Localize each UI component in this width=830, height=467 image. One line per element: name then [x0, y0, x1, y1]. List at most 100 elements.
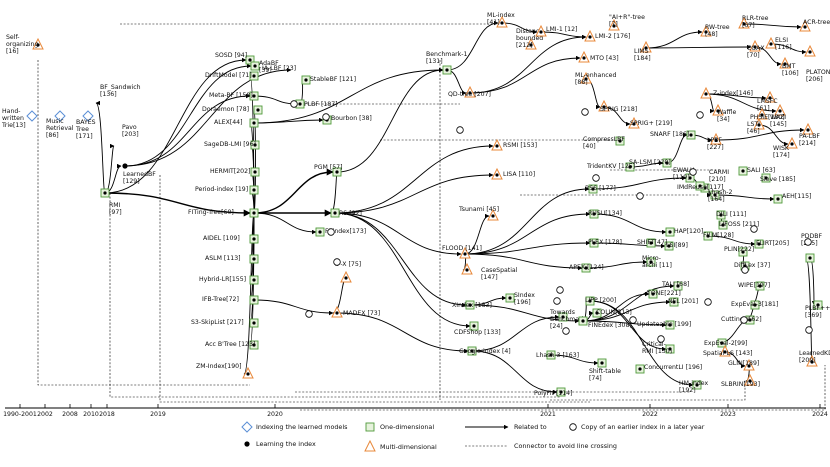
relation-edge — [124, 67, 292, 167]
node-lhash2: Lhash-2[164] — [708, 189, 733, 203]
learning-the-index-marker — [778, 109, 782, 113]
node-fiting: FITing-Tree[60] — [188, 208, 259, 218]
node-label: XIndex [183] — [452, 302, 492, 309]
node-label: DiffLex [37] — [734, 262, 770, 269]
relation-edge — [334, 172, 494, 214]
timeline-year-label: 2022 — [642, 411, 658, 418]
learning-the-index-marker — [468, 91, 472, 95]
node-flirt: FLIRT[205] — [754, 239, 789, 249]
node-sali: SALI [63] — [738, 166, 775, 176]
relation-edge — [707, 235, 756, 247]
learning-the-index-marker — [561, 315, 565, 319]
node-pllin: PLIN[222] — [724, 246, 754, 257]
node-label: Meta-BF [158] — [209, 92, 253, 99]
node-label: CaseSpatial[147] — [481, 267, 518, 281]
node-label: SPRIG+ [219] — [630, 120, 672, 127]
learning-the-index-marker — [244, 441, 250, 447]
copy-marker — [750, 225, 758, 233]
node-bourbon: Bourbon [38] — [322, 115, 372, 125]
node-tridentkv: TridentKV [125] — [586, 162, 635, 172]
learning-the-index-marker — [628, 165, 632, 169]
legend-connector-label: Connector to avoid line crossing — [514, 442, 617, 450]
node-iaLbf: IA-LBF [23] — [262, 65, 296, 72]
learning-the-index-marker — [768, 96, 772, 100]
node-label: ExpEval-3[181] — [731, 301, 778, 308]
learning-the-index-marker — [713, 193, 717, 197]
node-compresslbf: CompressLBF[40] — [583, 136, 625, 150]
learning-the-index-marker — [808, 256, 812, 260]
node-concurrentli: ConcurrentLI [196] — [635, 364, 702, 374]
node-finedex: FINEdex [308] — [578, 316, 632, 329]
learning-the-index-marker — [706, 234, 710, 238]
node-label: DriftModel [71] — [205, 72, 252, 79]
timeline-year-label: 2021 — [540, 411, 556, 418]
relation-edge — [645, 44, 752, 50]
relation-edge — [253, 95, 297, 107]
learning-the-index-marker — [584, 266, 588, 270]
relation-edge — [104, 57, 247, 194]
learning-the-index-marker — [667, 244, 671, 248]
node-label: IMdReuse[117] — [677, 184, 724, 191]
connector-line — [37, 60, 250, 386]
timeline-year-label: 2024 — [812, 411, 828, 418]
learning-the-index-marker — [588, 35, 592, 39]
node-label: EWALU[119] — [673, 167, 695, 181]
node-label: PGM [57] — [314, 164, 343, 171]
node-aidel: AIDEL [109] — [203, 234, 259, 244]
node-doraemon: Doraemon [78] — [202, 105, 263, 115]
node-aeh: AEH[115] — [773, 193, 811, 204]
learning-the-index-marker — [463, 252, 467, 256]
learning-the-index-marker — [651, 292, 655, 296]
timeline-year-label: 2008 — [62, 411, 78, 418]
node-label: SA-LSM [220] — [629, 159, 671, 166]
learning-the-index-marker — [318, 230, 322, 234]
node-elsi: ELSI[116] — [765, 36, 792, 51]
node-label: Z-index[146] — [713, 90, 753, 97]
relation-edge — [743, 23, 802, 30]
indexing-learned-models-marker — [241, 421, 253, 433]
node-label: LMSFC[61] — [757, 98, 778, 112]
node-slbrin: SLBRIN[193] — [721, 373, 760, 388]
copy-marker — [804, 238, 812, 246]
learning-the-index-marker — [253, 170, 257, 174]
learning-the-index-marker — [764, 176, 768, 180]
timeline-year-label: 2019 — [150, 411, 166, 418]
learning-the-index-marker — [618, 139, 622, 143]
node-label: Updateable [199] — [637, 321, 691, 328]
node-lisa: LISA [110] — [491, 167, 535, 180]
learning-the-index-marker — [723, 350, 727, 354]
node-label: WIPE[197] — [738, 282, 770, 289]
node-label: AEH[115] — [782, 193, 811, 200]
node-rlrtree: RLR-tree[67] — [738, 15, 769, 29]
node-label: Bourbon [38] — [331, 115, 372, 122]
node-label: Hybrid-LR[155] — [199, 276, 246, 283]
relation-edge — [770, 43, 807, 55]
relation-edge — [95, 100, 106, 194]
relation-edge — [446, 20, 499, 71]
relation-edge — [715, 127, 805, 141]
relation-edge — [334, 212, 467, 308]
node-self: Self-organizing[16] — [6, 34, 44, 55]
copy-marker — [704, 298, 712, 306]
learning-the-index-marker — [468, 303, 472, 307]
learning-the-index-marker — [252, 94, 256, 98]
copy-marker — [592, 174, 600, 182]
node-lsti: LSTI[46] — [747, 117, 765, 135]
node-label: NFL [201] — [668, 298, 698, 305]
node-accb: Acc B'Tree [123] — [205, 340, 259, 350]
legend-multi-label: Multi-dimensional — [380, 443, 437, 451]
learning-the-index-marker — [253, 143, 257, 147]
learning-the-index-marker — [672, 300, 676, 304]
node-label: SHIFT[47] — [637, 239, 667, 246]
node-plbfpp: PLBF++[369] — [805, 300, 830, 319]
node-palbf: PA-LBF[214] — [799, 122, 820, 147]
relation-edge — [253, 299, 334, 316]
node-label: ALEX[44] — [214, 119, 243, 126]
copy-marker — [636, 192, 644, 200]
relation-edge — [471, 350, 558, 395]
learning-the-index-marker — [495, 144, 499, 148]
node-lims: LIMS[184] — [634, 40, 652, 62]
